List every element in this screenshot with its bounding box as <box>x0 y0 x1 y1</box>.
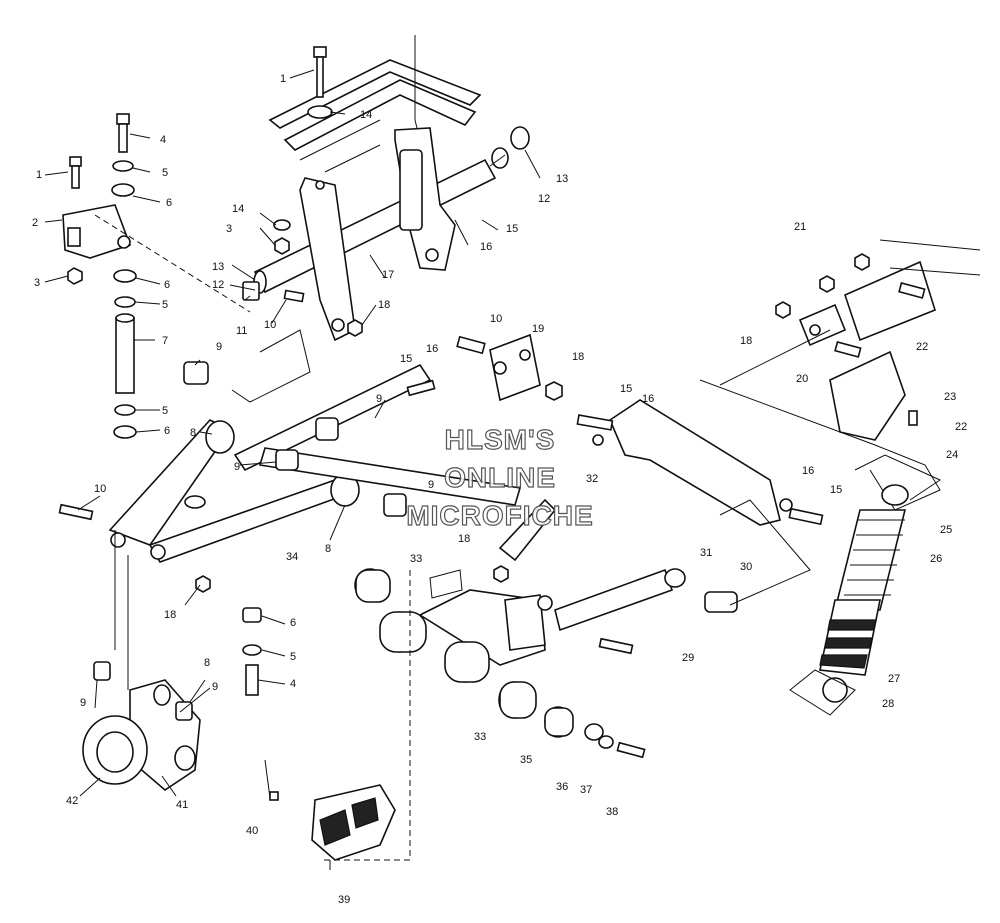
callout-3-left: 3 <box>34 277 40 289</box>
callout-37: 37 <box>580 784 592 796</box>
callout-4-top: 4 <box>160 134 166 146</box>
callout-labels: 1 1 2 3 3 4 4 5 5 5 5 6 6 6 6 7 8 8 8 9 … <box>32 73 967 906</box>
callout-2: 2 <box>32 217 38 229</box>
callout-3-center: 3 <box>226 223 232 235</box>
callout-21: 21 <box>794 221 806 233</box>
callout-39: 39 <box>338 894 350 906</box>
callout-6-c: 6 <box>164 425 170 437</box>
callout-16-d: 16 <box>802 465 814 477</box>
callout-14-top: 14 <box>360 109 372 121</box>
pivot-arm-right <box>394 127 456 271</box>
callout-18-d: 18 <box>164 609 176 621</box>
callout-41: 41 <box>176 799 188 811</box>
callout-32: 32 <box>586 473 598 485</box>
callout-15-a: 15 <box>506 223 518 235</box>
callout-10-b: 10 <box>490 313 502 325</box>
rocker-plate <box>699 239 981 511</box>
callout-29: 29 <box>682 652 694 664</box>
callout-15-c: 15 <box>620 383 632 395</box>
callout-33-bottom: 33 <box>474 731 486 743</box>
callout-5-a: 5 <box>162 167 168 179</box>
callout-27: 27 <box>888 673 900 685</box>
callout-35: 35 <box>520 754 532 766</box>
upper-frame <box>268 35 482 173</box>
leader-lines <box>44 69 541 870</box>
callout-13-right: 13 <box>556 173 568 185</box>
callout-13-left: 13 <box>212 261 224 273</box>
callout-9-e: 9 <box>80 697 86 709</box>
callout-6-d: 6 <box>290 617 296 629</box>
callout-28: 28 <box>882 698 894 710</box>
callout-12-left: 12 <box>212 279 224 291</box>
callout-5-c: 5 <box>162 405 168 417</box>
bolts-nuts-left <box>58 219 363 696</box>
callout-8-c: 8 <box>204 657 210 669</box>
callout-25: 25 <box>940 524 952 536</box>
callout-9-b: 9 <box>376 393 382 405</box>
callout-14-left: 14 <box>232 203 244 215</box>
callout-16-a: 16 <box>480 241 492 253</box>
lower-bushing-group <box>354 565 646 759</box>
callout-23: 23 <box>944 391 956 403</box>
callout-24: 24 <box>946 449 958 461</box>
callout-38: 38 <box>606 806 618 818</box>
callout-9-a: 9 <box>216 341 222 353</box>
callout-15-d: 15 <box>830 484 842 496</box>
callout-33-top: 33 <box>410 553 422 565</box>
callout-8-b: 8 <box>325 543 331 555</box>
callout-9-c: 9 <box>234 461 240 473</box>
callout-19: 19 <box>532 323 544 335</box>
callout-4-bottom: 4 <box>290 678 296 690</box>
callout-16-c: 16 <box>642 393 654 405</box>
callout-42: 42 <box>66 795 78 807</box>
callout-36: 36 <box>556 781 568 793</box>
callout-7: 7 <box>162 335 168 347</box>
callout-30: 30 <box>740 561 752 573</box>
callout-22-top: 22 <box>916 341 928 353</box>
callout-31: 31 <box>700 547 712 559</box>
skid-guard <box>269 570 411 861</box>
callout-9-f: 9 <box>212 681 218 693</box>
shock-absorber <box>789 454 942 716</box>
lower-a-arm <box>108 419 360 563</box>
callout-6-a: 6 <box>166 197 172 209</box>
pivot-arm-left <box>299 177 356 342</box>
callout-11: 11 <box>236 325 247 337</box>
callout-1-left: 1 <box>36 169 42 181</box>
callout-40: 40 <box>246 825 258 837</box>
callout-15-b: 15 <box>400 353 412 365</box>
callout-16-b: 16 <box>426 343 438 355</box>
bushings <box>93 361 407 721</box>
callout-18-a: 18 <box>378 299 390 311</box>
callout-10-c: 10 <box>94 483 106 495</box>
callout-6-b: 6 <box>164 279 170 291</box>
bolt-top <box>307 46 333 119</box>
callout-18-e: 18 <box>458 533 470 545</box>
upper-a-arm <box>233 363 522 506</box>
callout-5-d: 5 <box>290 651 296 663</box>
trailing-arm <box>418 498 738 666</box>
spindle-knuckle <box>82 530 201 792</box>
callout-8-a: 8 <box>190 427 196 439</box>
callout-5-b: 5 <box>162 299 168 311</box>
callout-9-d: 9 <box>428 479 434 491</box>
callout-26: 26 <box>930 553 942 565</box>
callout-20: 20 <box>796 373 808 385</box>
callout-12-right: 12 <box>538 193 550 205</box>
callout-1-top: 1 <box>280 73 286 85</box>
rear-bracket <box>576 399 824 606</box>
callout-18-b: 18 <box>572 351 584 363</box>
callout-18-c: 18 <box>740 335 752 347</box>
callout-34: 34 <box>286 551 298 563</box>
callout-22-bottom: 22 <box>955 421 967 433</box>
callout-10-a: 10 <box>264 319 276 331</box>
center-bracket <box>231 329 563 403</box>
left-fastener-stack <box>62 113 251 439</box>
callout-17: 17 <box>382 269 394 281</box>
